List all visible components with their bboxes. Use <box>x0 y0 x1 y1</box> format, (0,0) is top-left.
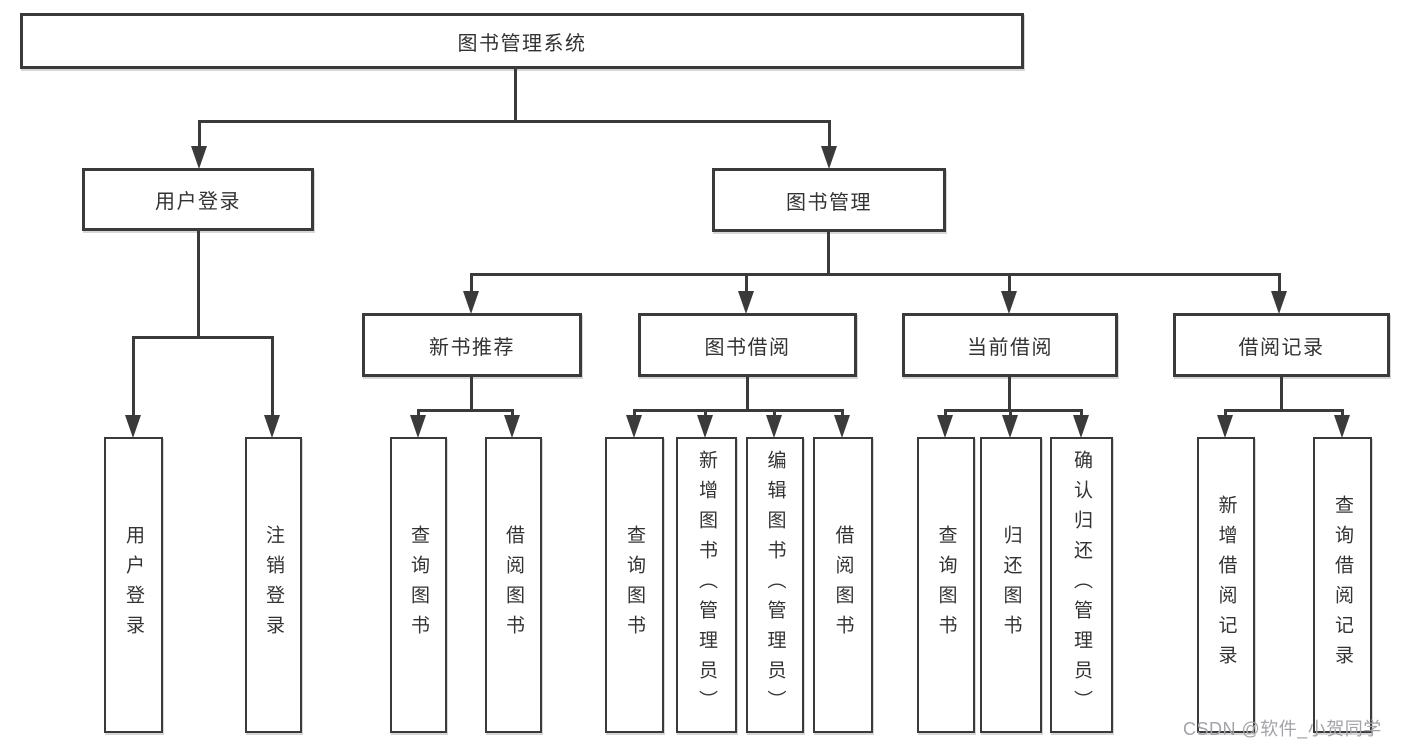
v-line <box>132 336 135 417</box>
v-line <box>514 69 517 120</box>
arrowhead-down-icon <box>738 291 754 314</box>
arrowhead-down-icon <box>463 291 479 314</box>
node-label: 图书借阅 <box>704 336 791 359</box>
h-line <box>132 336 274 339</box>
h-line <box>944 409 1082 412</box>
leaf-label: 新增图书（管理员） <box>696 450 717 720</box>
leaf-label: 编辑图书（管理员） <box>764 450 786 720</box>
arrowhead-down-icon <box>834 415 850 438</box>
node-root-label: 图书管理系统 <box>457 32 587 55</box>
node-book-borrowing: 图书借阅 <box>638 313 857 377</box>
leaf-label: 查询借阅记录 <box>1332 495 1353 675</box>
leaf-label: 借阅图书 <box>503 525 524 645</box>
arrowhead-down-icon <box>1001 291 1017 314</box>
leaf-user-login: 用户登录 <box>104 437 163 733</box>
v-line <box>633 409 636 417</box>
v-line <box>1080 409 1083 417</box>
arrowhead-down-icon <box>410 415 426 438</box>
arrowhead-down-icon <box>1334 415 1350 438</box>
v-line <box>1278 273 1281 295</box>
node-borrowing-records: 借阅记录 <box>1173 313 1390 377</box>
h-line <box>633 409 844 412</box>
leaf-return-book: 归还图书 <box>980 437 1042 733</box>
arrowhead-down-icon <box>626 415 642 438</box>
node-user-login: 用户登录 <box>82 168 314 231</box>
arrowhead-down-icon <box>697 415 713 438</box>
arrowhead-down-icon <box>1073 415 1089 438</box>
node-book-management: 图书管理 <box>712 168 946 232</box>
leaf-label: 查询图书 <box>935 525 957 645</box>
v-line <box>470 273 473 295</box>
leaf-label: 查询图书 <box>408 525 429 645</box>
node-new-book-recommend: 新书推荐 <box>362 313 582 377</box>
leaf-confirm-return-admin: 确认归还（管理员） <box>1050 437 1113 733</box>
v-line <box>511 409 514 417</box>
node-label: 新书推荐 <box>429 336 515 359</box>
v-line <box>1009 409 1012 417</box>
v-line <box>1008 377 1011 409</box>
arrowhead-down-icon <box>1002 415 1018 438</box>
v-line <box>745 273 748 295</box>
v-line <box>470 377 473 409</box>
h-line <box>1224 409 1342 412</box>
leaf-label: 注销登录 <box>263 525 284 645</box>
arrowhead-down-icon <box>1217 415 1233 438</box>
v-line <box>197 231 200 336</box>
leaf-label: 归还图书 <box>1000 525 1022 645</box>
leaf-label: 确认归还（管理员） <box>1071 450 1092 720</box>
leaf-borrow-books-recommend: 借阅图书 <box>485 437 542 733</box>
v-line <box>1008 273 1011 295</box>
h-line <box>417 409 513 412</box>
arrowhead-down-icon <box>766 415 782 438</box>
v-line <box>746 377 749 409</box>
v-line <box>271 336 274 417</box>
node-label: 图书管理 <box>786 191 872 214</box>
h-line <box>198 120 831 123</box>
node-label: 用户登录 <box>155 191 241 213</box>
arrowhead-down-icon <box>821 146 837 169</box>
h-line <box>470 273 1281 276</box>
leaf-label: 新增借阅记录 <box>1215 495 1237 675</box>
v-line <box>1341 409 1344 417</box>
v-line <box>704 409 707 417</box>
arrowhead-down-icon <box>264 415 280 438</box>
v-line <box>828 120 831 150</box>
v-line <box>827 232 830 273</box>
leaf-add-borrow-record: 新增借阅记录 <box>1197 437 1255 733</box>
v-line <box>1224 409 1227 417</box>
arrowhead-down-icon <box>504 415 520 438</box>
node-label: 当前借阅 <box>967 336 1053 359</box>
leaf-query-borrow-record: 查询借阅记录 <box>1313 437 1372 733</box>
leaf-query-books-borrowing: 查询图书 <box>605 437 664 733</box>
node-root: 图书管理系统 <box>20 13 1024 69</box>
v-line <box>417 409 420 417</box>
v-line <box>841 409 844 417</box>
leaf-label: 借阅图书 <box>832 525 854 645</box>
node-label: 借阅记录 <box>1238 336 1325 359</box>
leaf-add-book-admin: 新增图书（管理员） <box>676 437 737 733</box>
leaf-edit-book-admin: 编辑图书（管理员） <box>746 437 804 733</box>
leaf-query-books-current: 查询图书 <box>917 437 975 733</box>
arrowhead-down-icon <box>1271 291 1287 314</box>
v-line <box>773 409 776 417</box>
leaf-borrow-books: 借阅图书 <box>813 437 873 733</box>
arrowhead-down-icon <box>125 415 141 438</box>
v-line <box>198 120 201 150</box>
leaf-label: 用户登录 <box>123 525 144 645</box>
v-line <box>944 409 947 417</box>
node-current-borrowing: 当前借阅 <box>902 313 1118 377</box>
csdn-watermark: CSDN @软件_小贺同学 <box>1183 719 1382 739</box>
v-line <box>1280 377 1283 409</box>
arrowhead-down-icon <box>191 146 207 169</box>
arrowhead-down-icon <box>937 415 953 438</box>
leaf-label: 查询图书 <box>624 525 645 645</box>
leaf-logout: 注销登录 <box>245 437 302 733</box>
leaf-query-books-recommend: 查询图书 <box>390 437 447 733</box>
